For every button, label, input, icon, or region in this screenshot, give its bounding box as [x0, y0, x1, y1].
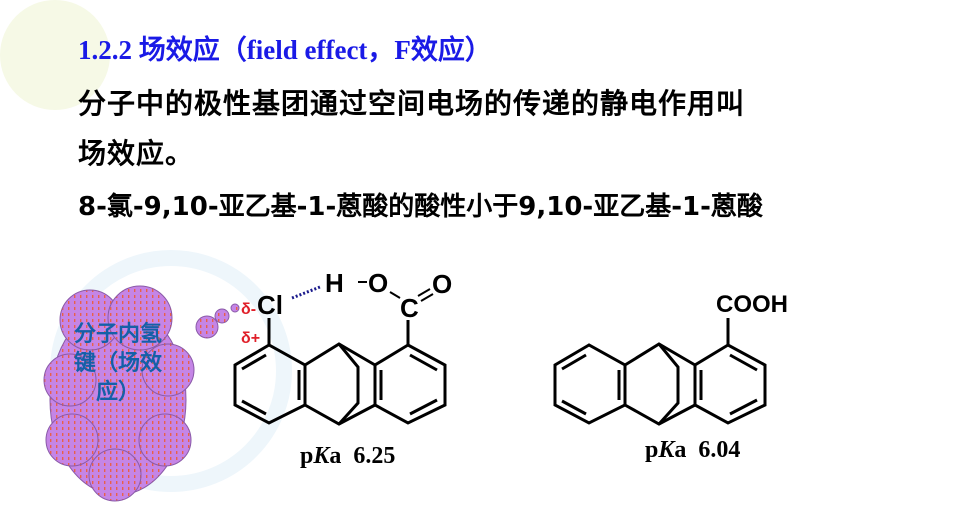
delta-plus-label: δ+ [241, 330, 260, 347]
cl-label: Cl [257, 290, 283, 320]
pka-a: a [674, 437, 687, 463]
molecule-acid: COOH [553, 291, 788, 426]
o-label: O [432, 269, 452, 299]
o-label: O [368, 268, 388, 298]
h-label: H [325, 268, 344, 298]
section-title: 1.2.2 场效应（field effect，F效应） [78, 35, 492, 65]
pka-value: 6.25 [353, 443, 396, 469]
pka-value: 6.04 [698, 437, 741, 463]
pka-a: a [329, 443, 342, 469]
pka-left: pKa 6.25 [300, 443, 395, 470]
thought-cloud [43, 285, 240, 502]
pka-right: pKa 6.04 [645, 437, 740, 464]
callout-text: 分子内氢键（场效应） [73, 322, 162, 405]
definition-line-2: 场效应。 [78, 137, 195, 170]
molecule-chloro-acid: Cl H O C O δ- δ+ [233, 268, 452, 426]
comparison-statement: 8-氯-9,10-亚乙基-1-蒽酸的酸性小于9,10-亚乙基-1-蒽酸 [78, 192, 763, 222]
c-label: C [400, 293, 419, 323]
background-decoration [0, 0, 110, 110]
pka-k: K [658, 437, 675, 463]
cooh-label: COOH [716, 291, 788, 318]
pka-prefix: p [645, 437, 659, 463]
delta-minus-label: δ- [241, 301, 256, 318]
pka-k: K [313, 443, 330, 469]
definition-line-1: 分子中的极性基团通过空间电场的传递的静电作用叫 [78, 87, 746, 120]
pka-prefix: p [300, 443, 314, 469]
